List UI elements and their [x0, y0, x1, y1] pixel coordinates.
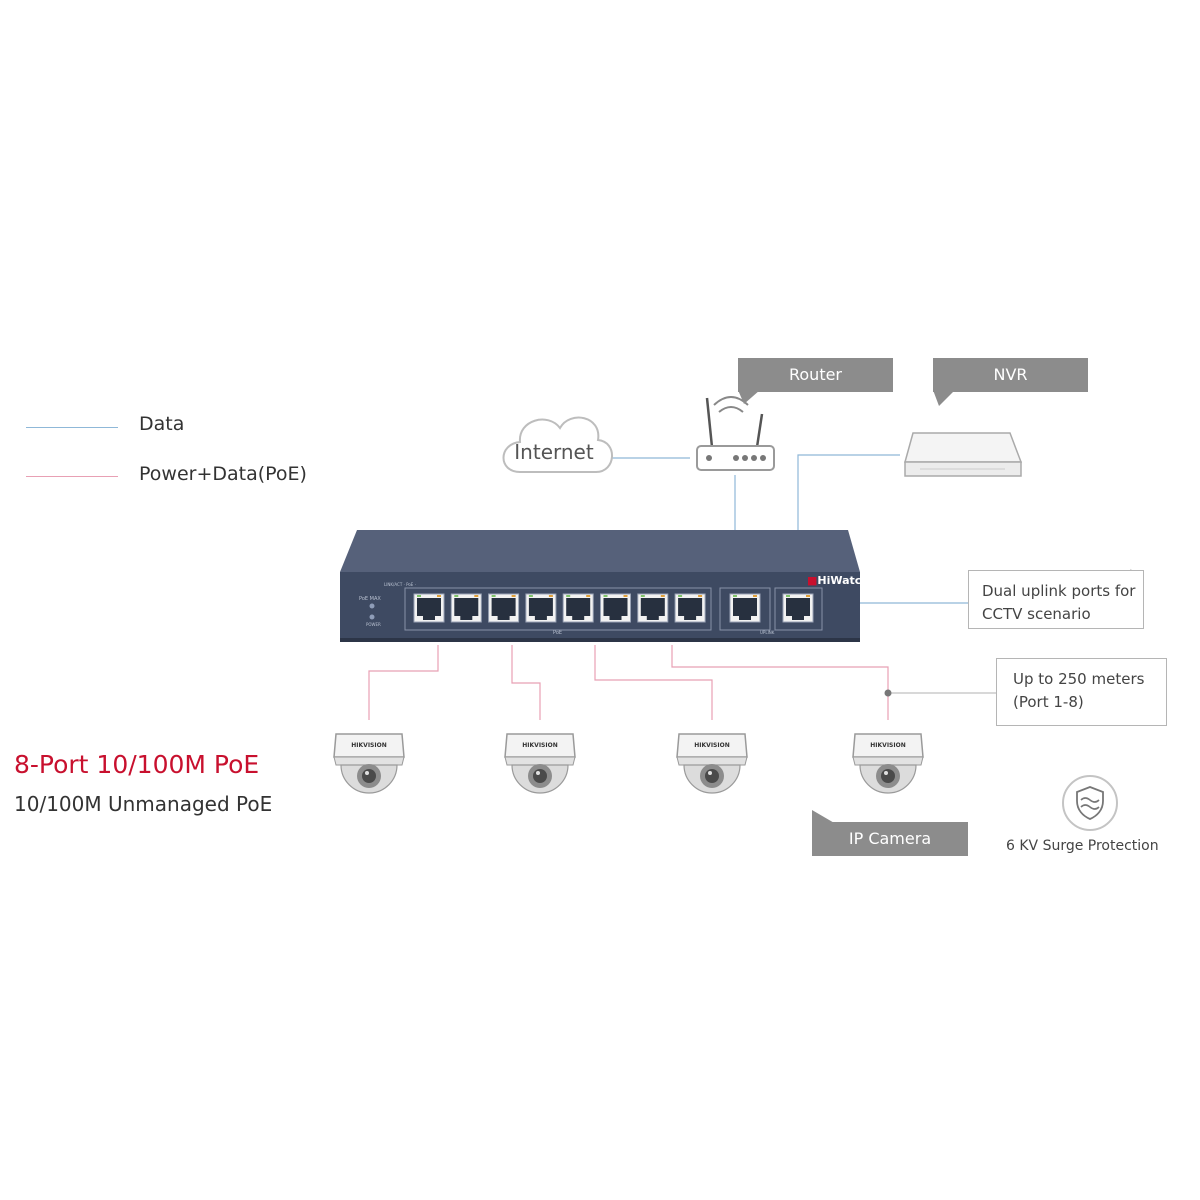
internet-label: Internet: [514, 440, 594, 464]
switch-brand: HiWatch: [817, 574, 870, 587]
poe-line-camera-3: [594, 645, 713, 720]
nvr-icon: [904, 432, 1023, 477]
switch-brand-logo: ■HiWatch: [807, 574, 869, 587]
svg-text:LINK/ACT · PoE ·: LINK/ACT · PoE ·: [384, 582, 416, 587]
svg-text:POWER: POWER: [366, 622, 381, 627]
ip-camera-callout-tail: [812, 810, 836, 824]
brand-prefix: ■: [807, 574, 818, 587]
poe-port-5: [562, 593, 594, 623]
uplink-note-line-1: Dual uplink ports for: [982, 582, 1136, 600]
nvr-callout-tail: [933, 390, 955, 406]
svg-text:PoE: PoE: [553, 630, 562, 636]
router-callout-tail: [738, 390, 760, 404]
data-legend-line: [26, 427, 118, 428]
data-lines: [612, 454, 968, 604]
distance-note: Up to 250 meters (Port 1-8): [996, 658, 1167, 726]
poe-legend-label: Power+Data(PoE): [139, 463, 307, 485]
surge-protection-label: 6 KV Surge Protection: [1006, 838, 1159, 854]
svg-text:PoE MAX: PoE MAX: [359, 596, 381, 602]
poe-line-camera-1: [368, 645, 439, 720]
distance-pointer: [884, 689, 996, 697]
uplink-port-2: [782, 593, 814, 623]
nvr-switch-line: [797, 454, 900, 530]
ip-camera-1: HIKVISION: [333, 733, 405, 794]
data-legend-label: Data: [139, 413, 185, 435]
poe-port-4: [525, 593, 557, 623]
ip-camera-4: HIKVISION: [852, 733, 924, 794]
ip-camera-2: HIKVISION: [504, 733, 576, 794]
camera-group: HIKVISION HIKVISION HIKVISION HIKVISION: [333, 733, 924, 794]
surge-protection-icon: [1062, 775, 1118, 831]
camera-brand-label: HIKVISION: [351, 742, 386, 749]
port-group: [413, 593, 814, 623]
poe-port-6: [600, 593, 631, 623]
cloud-icon: [502, 416, 613, 473]
poe-lines: [368, 645, 889, 720]
poe-switch: PoE MAX POWER LINK/ACT · PoE · PoE UPLIN…: [340, 530, 860, 642]
router-callout: Router: [738, 358, 893, 392]
poe-port-2: [450, 593, 482, 623]
poe-port-8: [674, 593, 706, 623]
poe-line-camera-2: [511, 645, 541, 720]
camera-brand-label: HIKVISION: [522, 742, 557, 749]
router-icon: [696, 396, 775, 471]
uplink-note-line-2: CCTV scenario: [982, 605, 1091, 623]
camera-brand-label: HIKVISION: [694, 742, 729, 749]
switch-top: [340, 530, 860, 572]
distance-note-line-1: Up to 250 meters: [1013, 670, 1145, 688]
nvr-callout: NVR: [933, 358, 1088, 392]
camera-brand-label: HIKVISION: [870, 742, 905, 749]
uplink-note: Dual uplink ports for CCTV scenario: [968, 570, 1144, 629]
poe-port-1: [413, 593, 445, 623]
poe-line-camera-4: [671, 645, 889, 720]
svg-text:UPLINK: UPLINK: [760, 630, 775, 635]
poe-port-7: [637, 593, 669, 623]
poe-legend-line: [26, 476, 118, 477]
product-title: 8-Port 10/100M PoE: [14, 750, 260, 779]
ip-camera-3: HIKVISION: [676, 733, 748, 794]
distance-note-line-2: (Port 1-8): [1013, 693, 1084, 711]
uplink-port-1: [729, 593, 761, 623]
product-subtitle: 10/100M Unmanaged PoE: [14, 792, 273, 816]
ip-camera-callout: IP Camera: [812, 822, 968, 856]
poe-port-3: [488, 593, 520, 623]
